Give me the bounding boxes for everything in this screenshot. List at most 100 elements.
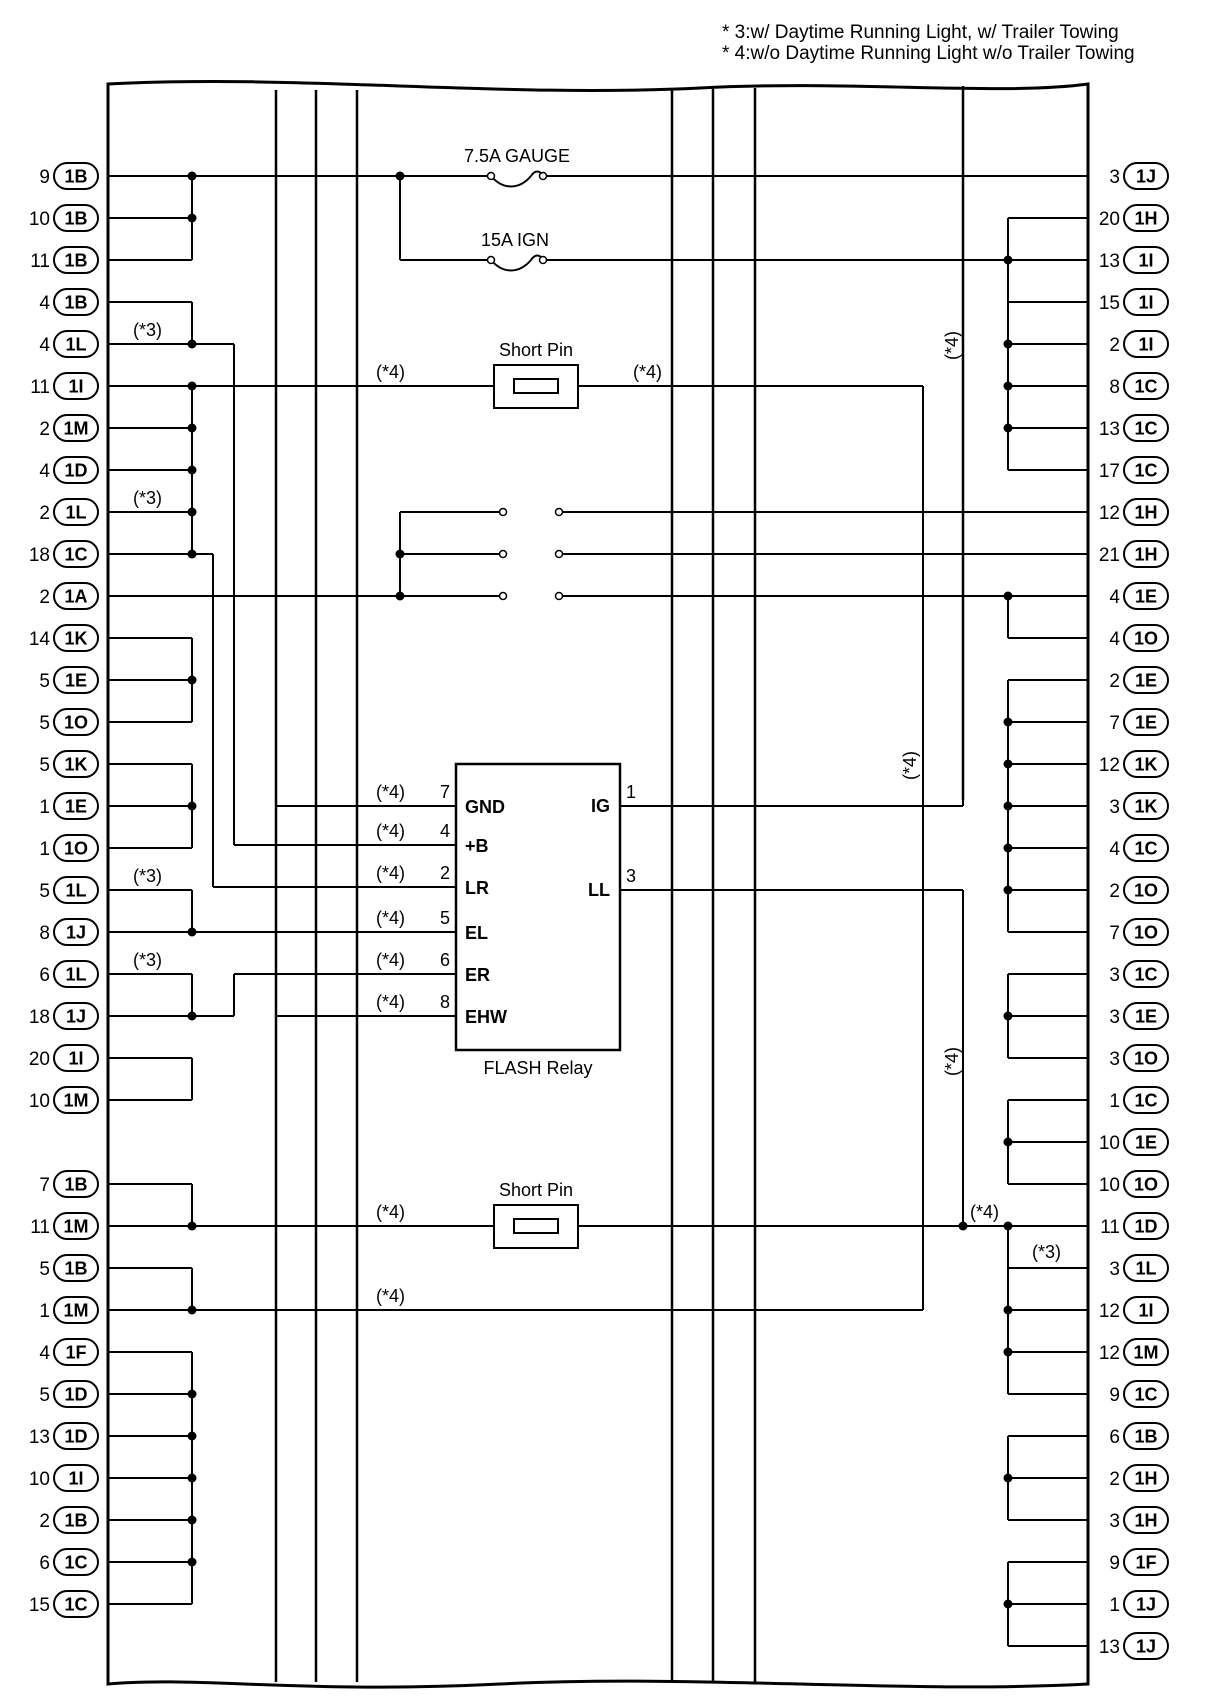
connector-badge [53, 876, 99, 904]
connector-badge [1123, 456, 1169, 484]
internal-wiring [108, 175, 1088, 1647]
terminal-pin-number: 2 [1109, 1469, 1120, 1490]
terminal-pin-number: 11 [1100, 1217, 1120, 1238]
terminal-pin-number: 1 [39, 1301, 50, 1322]
flash-relay: FLASH Relay (*4)7GND(*4)4+B(*4)2LR(*4)5E… [376, 762, 636, 1078]
terminal-pin-number: 6 [39, 1553, 50, 1574]
connector-code: 1H [1134, 545, 1157, 565]
connector-badge [1123, 1590, 1169, 1618]
relay-pin-name: LR [465, 878, 489, 898]
terminal-pin-number: 10 [1099, 1133, 1120, 1154]
connector-code: 1E [65, 797, 87, 817]
terminal-pin-number: 13 [1099, 1637, 1120, 1658]
cond-4-label: (*4) [376, 863, 405, 883]
relay-pin-ig-name: IG [591, 796, 610, 816]
connector-badge [1123, 918, 1169, 946]
terminal-pin-number: 3 [1109, 1049, 1120, 1070]
short-pin-upper: Short Pin [493, 340, 579, 409]
note-4: * 4:w/o Daytime Running Light w/o Traile… [722, 43, 1135, 64]
connector-badge [1123, 1170, 1169, 1198]
connector-badge [1123, 246, 1169, 274]
connector-code: 1C [1134, 839, 1157, 859]
cond-4-label: (*4) [633, 362, 662, 382]
connector-badge [53, 414, 99, 442]
connector-code: 1C [64, 1595, 87, 1615]
connector-code: 1B [64, 209, 87, 229]
terminal-pin-number: 2 [39, 1511, 50, 1532]
connector-code: 1L [65, 335, 86, 355]
connector-badge [1123, 1002, 1169, 1030]
connector-code: 1J [66, 1007, 86, 1027]
terminal-pin-number: 11 [30, 1217, 50, 1238]
connector-badge [53, 204, 99, 232]
cond-4-label: (*4) [942, 1047, 962, 1076]
connector-badge [53, 582, 99, 610]
terminal-pin-number: 7 [39, 1175, 50, 1196]
terminal-pin-number: 20 [29, 1049, 50, 1070]
connector-code: 1M [63, 419, 88, 439]
connector-code: 1B [64, 293, 87, 313]
terminal-pin-number: 8 [39, 923, 50, 944]
connector-badge [53, 1254, 99, 1282]
terminal-pin-number: 12 [1099, 1301, 1120, 1322]
flash-relay-name: FLASH Relay [483, 1058, 592, 1078]
connector-badge [1123, 960, 1169, 988]
connector-code: 1O [1134, 923, 1158, 943]
relay-pin-name: GND [465, 797, 505, 817]
relay-pin-ig-num: 1 [626, 782, 636, 802]
connector-badge [53, 1296, 99, 1324]
relay-pin-er: (*4)6ER [376, 950, 490, 985]
connector-code: 1C [1134, 1385, 1157, 1405]
terminal-pin-number: 1 [1109, 1595, 1120, 1616]
relay-pin-number: 7 [440, 782, 450, 802]
connector-badge [53, 624, 99, 652]
connector-code: 1O [1134, 1175, 1158, 1195]
terminal-pin-number: 5 [39, 671, 50, 692]
terminal-pin-number: 5 [39, 755, 50, 776]
relay-pin-el: (*4)5EL [376, 908, 488, 943]
connector-code: 1C [1134, 377, 1157, 397]
relay-pin-name: ER [465, 965, 490, 985]
connector-badge [53, 330, 99, 358]
terminal-pin-number: 4 [39, 461, 50, 482]
connector-code: 1C [1134, 965, 1157, 985]
connector-badge [1123, 750, 1169, 778]
connector-code: 1C [64, 545, 87, 565]
connector-badge [1123, 1422, 1169, 1450]
connector-code: 1I [68, 377, 83, 397]
connector-badge [1123, 288, 1169, 316]
cond-3-label: (*3) [1032, 1242, 1061, 1262]
connector-code: 1M [63, 1301, 88, 1321]
connector-badge [1123, 1506, 1169, 1534]
terminal-pin-number: 6 [1109, 1427, 1120, 1448]
connector-code: 1B [64, 1259, 87, 1279]
terminal-pin-number: 1 [1109, 1091, 1120, 1112]
relay-pin-ll-num: 3 [626, 866, 636, 886]
relay-pin-name: EHW [465, 1007, 507, 1027]
terminal-pin-number: 5 [39, 881, 50, 902]
cond-3-label: (*3) [133, 866, 162, 886]
terminal-pin-number: 3 [1109, 1007, 1120, 1028]
relay-left-pins: (*4)7GND(*4)4+B(*4)2LR(*4)5EL(*4)6ER(*4)… [376, 782, 507, 1027]
